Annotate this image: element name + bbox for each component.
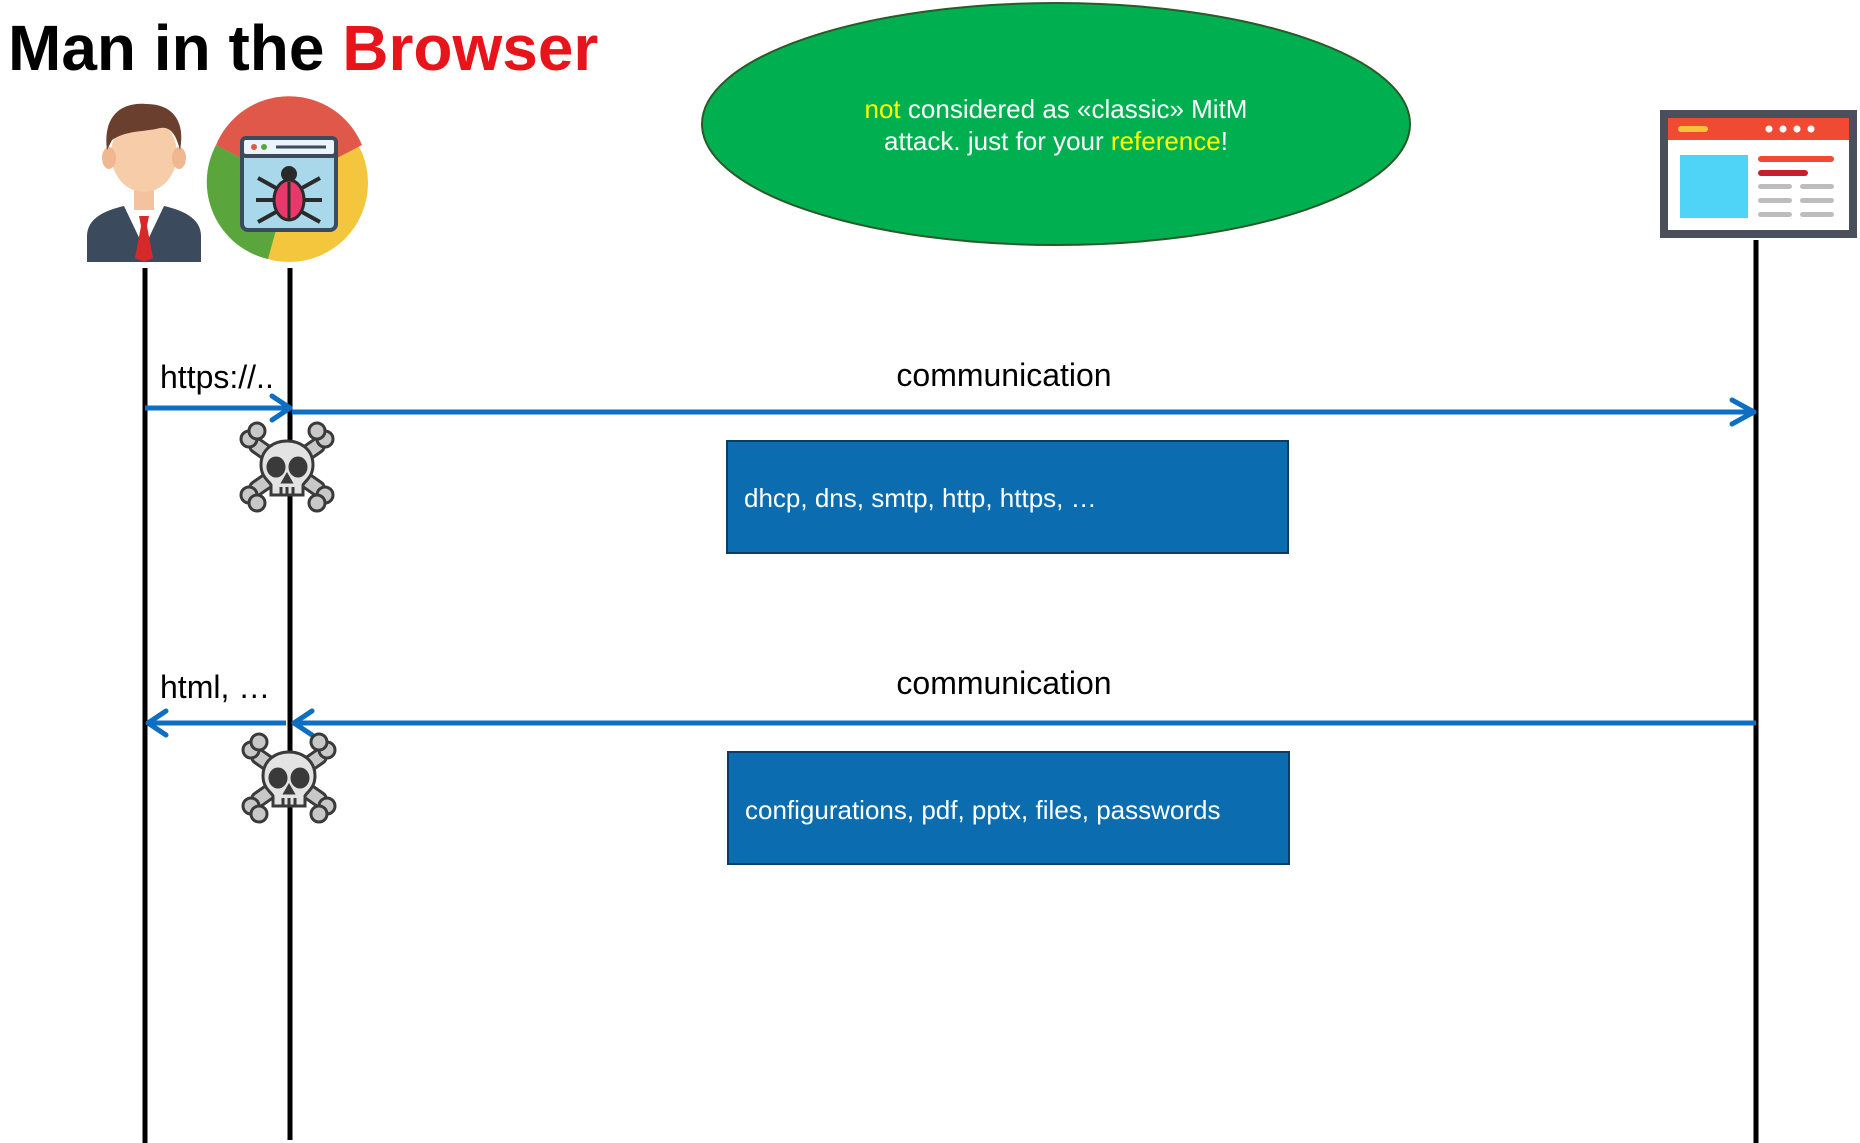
title-part-1: Man in the xyxy=(8,12,342,84)
note-line-2-end: ! xyxy=(1221,126,1228,156)
note-ellipse: not considered as «classic» MitM attack.… xyxy=(701,2,1411,246)
note-line-1-rest: considered as «classic» MitM xyxy=(901,94,1248,124)
title-part-2: Browser xyxy=(342,12,598,84)
skull-crossbones-icon xyxy=(239,421,335,513)
response-html-label: html, … xyxy=(160,669,270,705)
message-request: https://.. communication xyxy=(145,357,1757,427)
message-response: html, … communication xyxy=(145,665,1756,738)
note-line-2: attack. just for your reference! xyxy=(884,126,1228,156)
page-title: Man in the Browser xyxy=(8,12,598,84)
request-communication-label: communication xyxy=(896,357,1111,393)
browser-bug-icon xyxy=(206,96,368,262)
protocols-box: dhcp, dns, smtp, http, https, … xyxy=(726,440,1289,554)
businessman-icon xyxy=(87,103,201,262)
data-text: configurations, pdf, pptx, files, passwo… xyxy=(745,795,1220,825)
note-line-1: not considered as «classic» MitM xyxy=(865,94,1248,124)
note-highlight-reference: reference xyxy=(1111,126,1221,156)
request-url-label: https://.. xyxy=(160,359,274,395)
response-communication-label: communication xyxy=(896,665,1111,701)
website-window-icon xyxy=(1660,110,1857,238)
data-box: configurations, pdf, pptx, files, passwo… xyxy=(727,751,1290,865)
note-line-2-start: attack. just for your xyxy=(884,126,1111,156)
note-highlight-not: not xyxy=(865,94,902,124)
protocols-text: dhcp, dns, smtp, http, https, … xyxy=(744,483,1097,513)
